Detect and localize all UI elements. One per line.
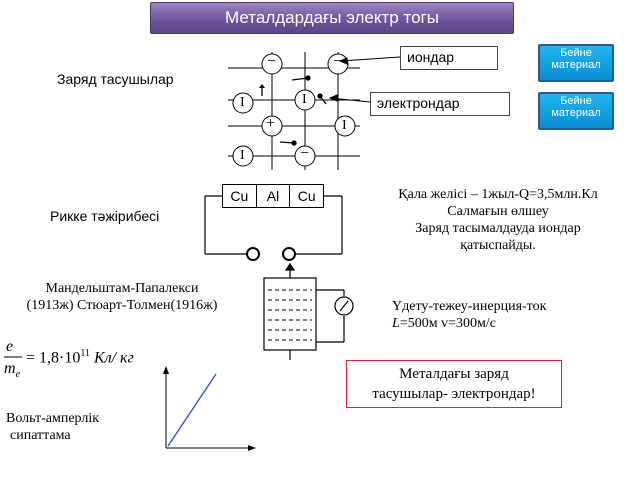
- charge-carriers-label: Заряд тасушылар: [57, 71, 174, 87]
- volt-ampere-label: Вольт-амперлік сипаттама: [6, 410, 99, 444]
- slide-title: Металдардағы электр тогы: [150, 2, 514, 34]
- ion-bar-sign: I: [240, 95, 245, 110]
- rikke-result-line: Салмағын өлшеу: [447, 204, 549, 219]
- rikke-circuit: [204, 195, 343, 261]
- ion-minus-sign: −: [267, 53, 277, 70]
- rikke-result-line: Қала желісі – 1жыл-Q=3,5млн.Кл: [398, 187, 598, 202]
- formula-value: = 1,8·1011 Кл/ кг: [26, 348, 134, 367]
- ions-label: иондар: [400, 46, 498, 70]
- inertia-params: L=500м v=300м/с: [392, 315, 546, 332]
- stewart-line: (1913ж) Стюарт-Толмен(1916ж): [26, 298, 218, 313]
- rikke-experiment-label: Рикке тәжірибесі: [50, 208, 160, 224]
- conclusion-line: тасушылар- электрондар!: [372, 386, 536, 402]
- inertia-apparatus: [263, 262, 354, 360]
- rikke-result-line: Заряд тасымалдауда иондар: [415, 221, 581, 236]
- mandelstam-label: Мандельштам-Папалекси (1913ж) Стюарт-Тол…: [2, 280, 242, 314]
- inertia-values: =500м v=300м/с: [399, 316, 496, 331]
- formula-numerator: e: [6, 338, 14, 355]
- rikke-result-line: қатыспайды.: [460, 238, 536, 253]
- formula-exponent: 11: [80, 348, 90, 359]
- formula-unit: Кл/ кг: [94, 349, 134, 367]
- electrons-label: электрондар: [370, 92, 510, 116]
- formula-number: = 1,8·10: [26, 349, 81, 367]
- formula-mass: m: [4, 360, 16, 377]
- conclusion-box: Металдағы заряд тасушылар- электрондар!: [346, 360, 562, 408]
- ion-bar-sign: I: [302, 92, 307, 107]
- electron-arrows: [259, 75, 327, 146]
- inertia-line: Үдету-тежеу-инерция-ток: [392, 299, 547, 314]
- ion-minus-sign: −: [300, 145, 310, 162]
- video-button-label: Бейне материал: [551, 95, 601, 119]
- inertia-description: Үдету-тежеу-инерция-ток L=500м v=300м/с: [392, 298, 546, 332]
- video-button-label: Бейне материал: [551, 47, 601, 71]
- conclusion-line: Металдағы заряд: [399, 366, 509, 382]
- mandelstam-line: Мандельштам-Папалекси: [45, 281, 199, 296]
- video-material-button-2[interactable]: Бейне материал: [538, 92, 614, 130]
- video-material-button-1[interactable]: Бейне материал: [538, 44, 614, 82]
- volt-ampere-graph: [163, 366, 256, 451]
- ion-bar-sign: I: [342, 118, 347, 133]
- ion-minus-sign: −: [333, 53, 343, 70]
- metal-cell-al: Al: [257, 185, 291, 207]
- length-symbol: L: [392, 316, 400, 331]
- metal-cylinders: Cu Al Cu: [222, 184, 324, 208]
- pointer-lines: [328, 56, 401, 103]
- metal-cell-cu: Cu: [297, 188, 316, 204]
- metal-cell-cu: Cu: [223, 185, 257, 207]
- volt-ampere-line: Вольт-амперлік: [6, 411, 100, 426]
- volt-ampere-line: сипаттама: [10, 428, 71, 443]
- formula-subscript: e: [15, 369, 21, 381]
- ion-bar-sign: I: [240, 148, 245, 163]
- formula-denominator: me: [4, 360, 20, 380]
- coil-windings: [268, 289, 312, 341]
- ions: [232, 53, 356, 167]
- rikke-result: Қала желісі – 1жыл-Q=3,5млн.Кл Салмағын …: [360, 186, 636, 254]
- ion-plus-sign: +: [266, 115, 276, 132]
